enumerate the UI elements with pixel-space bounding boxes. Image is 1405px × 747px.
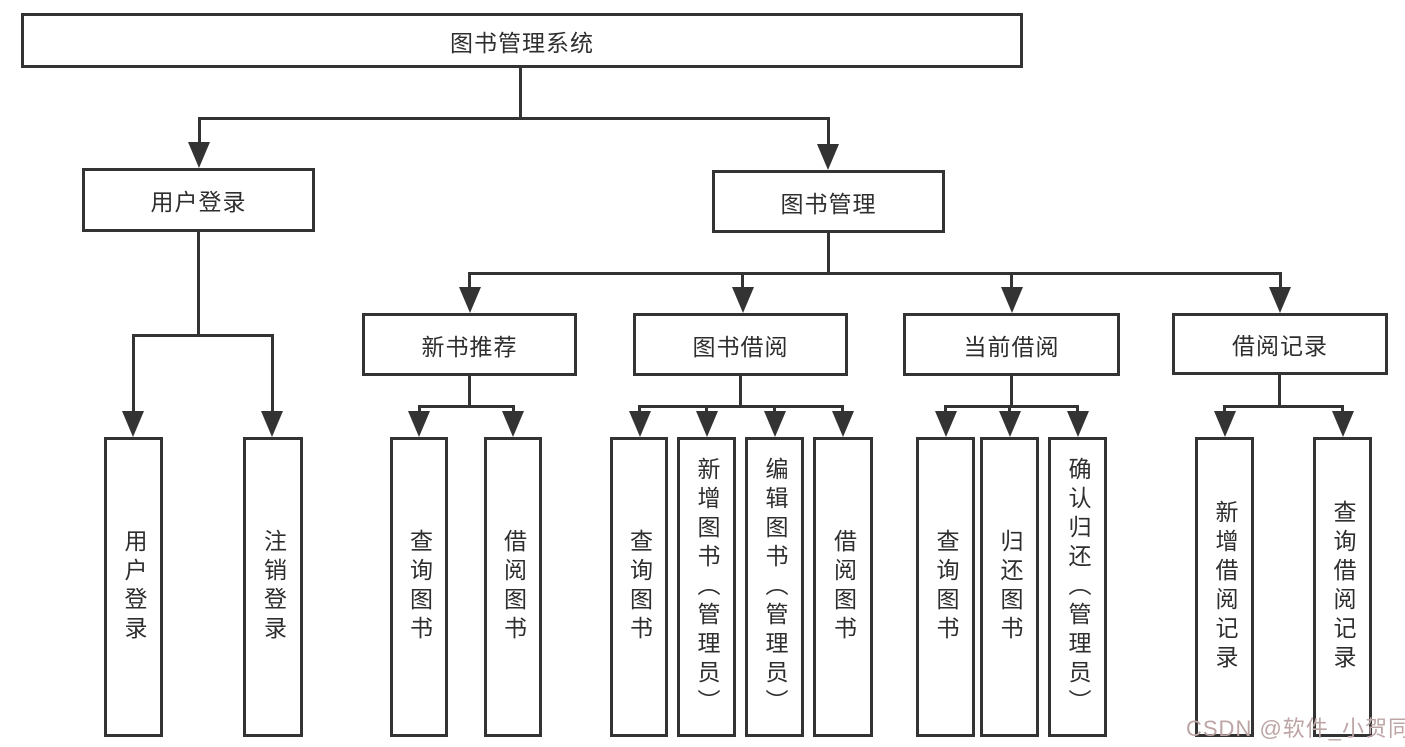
connector-line: [1008, 405, 1011, 413]
arrow-down-icon: [1332, 411, 1354, 437]
connector-line: [198, 117, 201, 142]
node-current-borrow: 当前借阅: [903, 313, 1120, 376]
connector-line: [944, 405, 947, 413]
connector-line: [468, 272, 471, 288]
connector-line: [827, 233, 830, 272]
leaf-label: 注销登录: [260, 529, 287, 645]
arrow-down-icon: [629, 411, 651, 437]
arrow-down-icon: [732, 287, 754, 313]
connector-line: [705, 405, 708, 413]
connector-line: [271, 334, 274, 411]
connector-line: [418, 405, 515, 408]
leaf-label: 确认归还（管理员）: [1065, 456, 1091, 718]
connector-line: [132, 334, 274, 337]
leaf-edit-books-admin: 编辑图书（管理员）: [745, 437, 804, 737]
leaf-query-books-recommend: 查询图书: [390, 437, 448, 737]
connector-line: [638, 405, 844, 408]
connector-line: [1010, 376, 1013, 405]
arrow-down-icon: [459, 287, 481, 313]
leaf-add-books-admin: 新增图书（管理员）: [677, 437, 736, 737]
leaf-label: 借阅图书: [500, 529, 527, 645]
leaf-label: 编辑图书（管理员）: [762, 456, 788, 718]
leaf-query-books-current: 查询图书: [916, 437, 975, 737]
node-root-library-system: 图书管理系统: [21, 13, 1023, 68]
connector-line: [1223, 405, 1344, 408]
arrow-down-icon: [935, 411, 957, 437]
leaf-label: 查询图书: [406, 529, 433, 645]
connector-line: [468, 376, 471, 405]
node-user-login: 用户登录: [82, 168, 315, 232]
leaf-confirm-return-admin: 确认归还（管理员）: [1048, 437, 1107, 737]
leaf-borrow-books-recommend: 借阅图书: [484, 437, 542, 737]
arrow-down-icon: [1269, 287, 1291, 313]
leaf-label: 新增借阅记录: [1212, 500, 1238, 674]
connector-line: [827, 117, 830, 144]
connector-line: [944, 405, 1079, 408]
connector-line: [197, 231, 200, 334]
leaf-label: 归还图书: [997, 529, 1023, 645]
arrow-down-icon: [1214, 411, 1236, 437]
leaf-label: 查询图书: [626, 529, 653, 645]
leaf-label: 借阅图书: [830, 529, 857, 645]
leaf-add-borrow-record: 新增借阅记录: [1195, 437, 1254, 737]
leaf-return-books: 归还图书: [980, 437, 1039, 737]
leaf-label: 查询图书: [933, 529, 959, 645]
node-new-book-recommend: 新书推荐: [362, 313, 577, 376]
leaf-label: 查询借阅记录: [1330, 500, 1356, 674]
arrow-down-icon: [832, 411, 854, 437]
arrow-down-icon: [261, 411, 283, 437]
connector-line: [132, 334, 135, 411]
connector-line: [418, 405, 421, 413]
connector-line: [198, 117, 830, 120]
connector-line: [773, 405, 776, 413]
connector-line: [519, 68, 522, 117]
arrow-down-icon: [817, 144, 839, 170]
connector-line: [1223, 405, 1226, 413]
leaf-label: 新增图书（管理员）: [694, 456, 720, 718]
leaf-label: 用户登录: [121, 529, 147, 645]
connector-line: [1279, 272, 1282, 288]
connector-line: [841, 405, 844, 413]
leaf-user-login: 用户登录: [104, 437, 163, 737]
connector-line: [512, 405, 515, 413]
connector-line: [1076, 405, 1079, 413]
csdn-watermark: CSDN @软件_小贺同学: [1186, 716, 1405, 741]
connector-line: [468, 272, 1281, 275]
leaf-logout-login: 注销登录: [243, 437, 303, 737]
arrow-down-icon: [188, 142, 210, 168]
arrow-down-icon: [764, 411, 786, 437]
arrow-down-icon: [408, 411, 430, 437]
connector-line: [638, 405, 641, 413]
arrow-down-icon: [502, 411, 524, 437]
arrow-down-icon: [999, 411, 1021, 437]
connector-line: [1278, 375, 1281, 405]
arrow-down-icon: [122, 411, 144, 437]
connector-line: [739, 376, 742, 405]
node-book-management: 图书管理: [712, 170, 945, 233]
arrow-down-icon: [1067, 411, 1089, 437]
node-book-borrow: 图书借阅: [633, 313, 848, 376]
connector-line: [741, 272, 744, 288]
leaf-query-borrow-record: 查询借阅记录: [1313, 437, 1372, 737]
leaf-borrow-books: 借阅图书: [813, 437, 873, 737]
arrow-down-icon: [696, 411, 718, 437]
connector-line: [1341, 405, 1344, 413]
connector-line: [1010, 272, 1013, 288]
arrow-down-icon: [1001, 287, 1023, 313]
leaf-query-books-borrow: 查询图书: [610, 437, 668, 737]
node-borrow-records: 借阅记录: [1172, 313, 1388, 375]
